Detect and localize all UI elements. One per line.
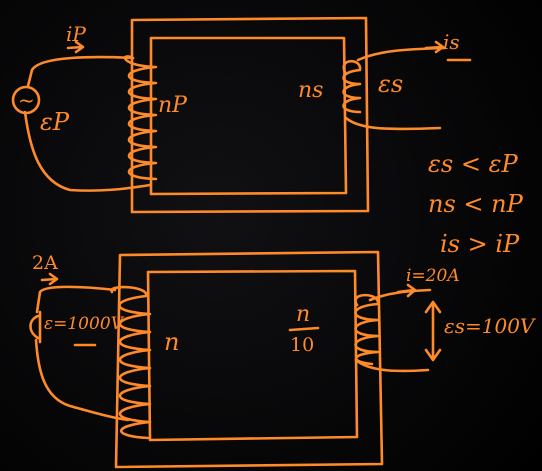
bottom-source-emf-label: ε=1000V — [44, 314, 123, 334]
top-is-label: is — [443, 30, 460, 54]
relation-turns: ns < nP — [428, 190, 523, 218]
top-primary-coil — [123, 55, 158, 181]
top-ip-label: iP — [66, 22, 86, 46]
bottom-fraction-bar — [288, 326, 320, 332]
bottom-secondary-turns-denominator: 10 — [290, 334, 315, 356]
bottom-output-emf-label: εs=100V — [444, 314, 535, 338]
bottom-primary-turns-label: n — [164, 328, 180, 356]
top-secondary-top-wire — [356, 46, 447, 62]
top-ns-label: ns — [298, 78, 324, 103]
top-ac-source — [11, 85, 41, 115]
relation-current: is > iP — [440, 230, 520, 258]
top-np-label: nP — [158, 93, 187, 118]
bottom-voltage-arrow — [424, 300, 442, 362]
bottom-primary-top-wire — [35, 285, 117, 314]
top-secondary-bottom-wire — [344, 116, 442, 131]
bottom-core-outer — [114, 250, 384, 469]
bottom-transformer — [29, 250, 442, 469]
top-es-label: εs — [378, 70, 404, 98]
top-ep-label: εP — [40, 108, 70, 136]
relation-emf: εs < εP — [428, 150, 518, 178]
top-core-outer — [130, 16, 370, 214]
bottom-secondary-bottom-wire — [354, 358, 430, 373]
bottom-core-inner — [146, 269, 359, 442]
ac-source-symbol: ~ — [18, 88, 35, 112]
bottom-output-current-label: i=20A — [406, 266, 460, 286]
bottom-output-arrow — [396, 283, 417, 298]
bottom-source-symbol — [29, 310, 42, 344]
bottom-secondary-coil — [354, 293, 380, 366]
top-primary-bottom-wire — [23, 110, 152, 192]
bottom-input-current-label: 2A — [32, 252, 58, 274]
top-core-inner — [149, 36, 348, 196]
bottom-input-arrow — [40, 272, 59, 286]
bottom-secondary-turns-numerator: n — [296, 302, 311, 327]
top-primary-top-wire — [26, 55, 135, 88]
top-secondary-coil — [342, 59, 362, 114]
top-transformer — [11, 16, 472, 214]
top-ip-arrow — [66, 40, 85, 54]
bottom-primary-coil — [110, 285, 152, 440]
top-is-arrow — [424, 40, 445, 54]
bottom-primary-bottom-wire — [34, 338, 130, 422]
